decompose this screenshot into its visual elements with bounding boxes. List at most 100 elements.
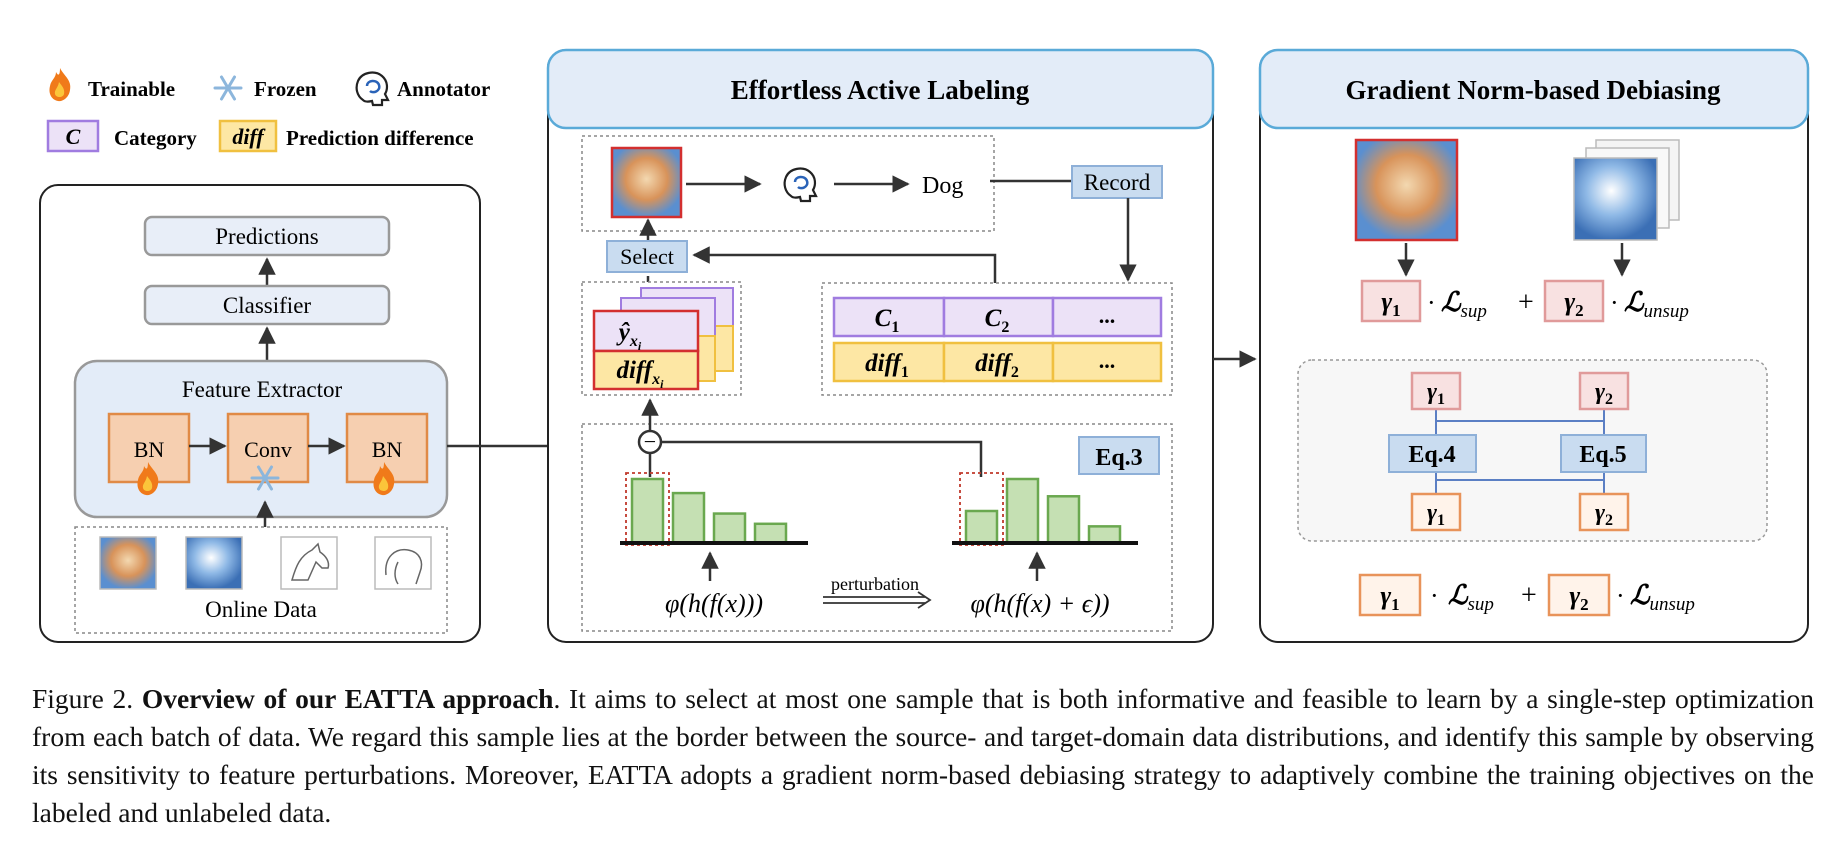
legend-annotator: Annotator (397, 77, 490, 101)
selected-diff-card (592, 349, 700, 391)
probability-bar (753, 522, 788, 545)
flame-icon (373, 462, 395, 496)
diff-symbol: diff (232, 124, 266, 149)
probability-bar (1005, 477, 1040, 545)
diff2-symbol: diff2 (975, 350, 1019, 381)
flame-icon (49, 68, 71, 102)
record-cell-diff-ellipsis (1051, 341, 1163, 383)
perturbed-prediction-chart (952, 472, 1138, 546)
figure-diagram: Trainable Frozen Annotator C Category di… (39, 48, 1810, 643)
gamma2-box-mid (1578, 371, 1630, 411)
gamma1-box-mid (1410, 371, 1462, 411)
debiasing-title: Gradient Norm-based Debiasing (1345, 75, 1721, 105)
dot-symbol: · (1616, 581, 1625, 610)
dot-symbol: · (1430, 581, 1439, 610)
gamma1-box-final (1358, 573, 1422, 617)
snowflake-icon (250, 465, 280, 491)
gamma2-box-final (1547, 573, 1611, 617)
legend-frozen: Frozen (254, 77, 317, 101)
gamma1-bottom: γ1 (1427, 500, 1445, 529)
category-swatch (46, 119, 100, 153)
plus-symbol: + (1518, 287, 1534, 318)
dog-painting-thumbnail (99, 536, 157, 590)
online-data-images (99, 536, 432, 590)
record-cell-c2 (942, 296, 1055, 338)
active-labeling-header (546, 48, 1215, 130)
probability-bar (1087, 525, 1122, 545)
loss-unsup-final: ℒunsup (1630, 580, 1695, 615)
loss-unsup-top: ℒunsup (1624, 287, 1689, 322)
probability-bar (630, 477, 665, 545)
diff-ellipsis: ... (1099, 348, 1116, 373)
caption-figure-label: Figure 2. (32, 683, 134, 714)
caption-text: . It aims to select at most one sample t… (32, 683, 1814, 828)
labeled-dog-image (1354, 138, 1459, 242)
gamma2-top: γ2 (1564, 287, 1583, 320)
minus-symbol: − (644, 429, 656, 454)
record-cell-diff1 (832, 341, 946, 383)
perturbation-label: perturbation (831, 574, 919, 594)
unlabeled-horse-images (1573, 157, 1658, 241)
eq4-eq5-region (1297, 359, 1768, 542)
y-hat-symbol: ŷxi (616, 319, 642, 353)
diff-swatch (218, 119, 278, 153)
classifier-box (143, 284, 391, 326)
top-class-highlight (959, 472, 1004, 546)
phi-clean-formula: φ(h(f(x))) (665, 589, 763, 618)
legend-prediction-difference: Prediction difference (286, 126, 474, 150)
probability-bar (671, 491, 706, 545)
figure-caption: Figure 2. Overview of our EATTA approach… (32, 680, 1814, 832)
selected-dog-image (610, 146, 683, 219)
predictions-label: Predictions (215, 224, 319, 249)
c2-symbol: C2 (985, 305, 1010, 336)
category-symbol: C (66, 124, 81, 149)
active-labeling-panel: Effortless Active Labeling Dog Record Se… (546, 48, 1215, 643)
bn-label-left: BN (134, 437, 165, 462)
gamma2-mid: γ2 (1595, 379, 1613, 408)
annotator-head-icon (355, 71, 390, 107)
eq5-label: Eq.5 (1579, 442, 1626, 468)
conv-label: Conv (244, 437, 292, 462)
active-labeling-title: Effortless Active Labeling (731, 75, 1030, 105)
eq4-label: Eq.4 (1408, 442, 1455, 468)
loss-sup-top: ℒsup (1441, 287, 1487, 322)
eq5-tag (1560, 434, 1647, 473)
record-button (1071, 165, 1163, 199)
probability-bar (1046, 495, 1081, 545)
select-tag (606, 240, 688, 273)
elephant-sketch-thumbnail (374, 536, 432, 590)
clean-prediction-chart (620, 472, 808, 546)
gamma1-mid: γ1 (1427, 379, 1445, 408)
gamma2-final: γ2 (1569, 581, 1588, 614)
record-label: Record (1084, 170, 1151, 195)
phi-perturbed-formula: φ(h(f(x) + ϵ)) (970, 589, 1109, 618)
gamma2-bottom: γ2 (1595, 500, 1613, 529)
probability-bar (964, 509, 999, 545)
horse-sketch-thumbnail (280, 536, 338, 590)
eq3-tag (1078, 436, 1160, 475)
online-data-label: Online Data (205, 597, 317, 622)
gamma2-box-bottom (1578, 492, 1630, 532)
eq4-tag (1388, 434, 1477, 473)
debiasing-panel: Gradient Norm-based Debiasing γ1 · ℒsup … (1258, 48, 1810, 643)
probability-bar (712, 512, 747, 545)
classifier-label: Classifier (223, 293, 311, 318)
bn-label-right: BN (372, 437, 403, 462)
dot-symbol: · (1610, 288, 1619, 317)
feature-extractor-label: Feature Extractor (182, 377, 343, 402)
plus-symbol: + (1521, 580, 1537, 611)
legend-category: Category (114, 126, 197, 150)
c1-symbol: C1 (875, 305, 900, 336)
annotator-head-icon (783, 167, 818, 203)
debiasing-header (1258, 48, 1810, 130)
gamma1-final: γ1 (1380, 581, 1399, 614)
loss-sup-final: ℒsup (1448, 580, 1494, 615)
diff-xi-symbol: diffxi (617, 357, 665, 391)
diff1-symbol: diff1 (865, 350, 909, 381)
label-dog: Dog (922, 173, 963, 199)
model-panel: Predictions Classifier Feature Extractor… (39, 184, 481, 643)
gamma1-box-top (1360, 279, 1422, 323)
eq3-label: Eq.3 (1095, 445, 1142, 471)
dot-symbol: · (1427, 288, 1436, 317)
snowflake-icon (213, 75, 243, 101)
